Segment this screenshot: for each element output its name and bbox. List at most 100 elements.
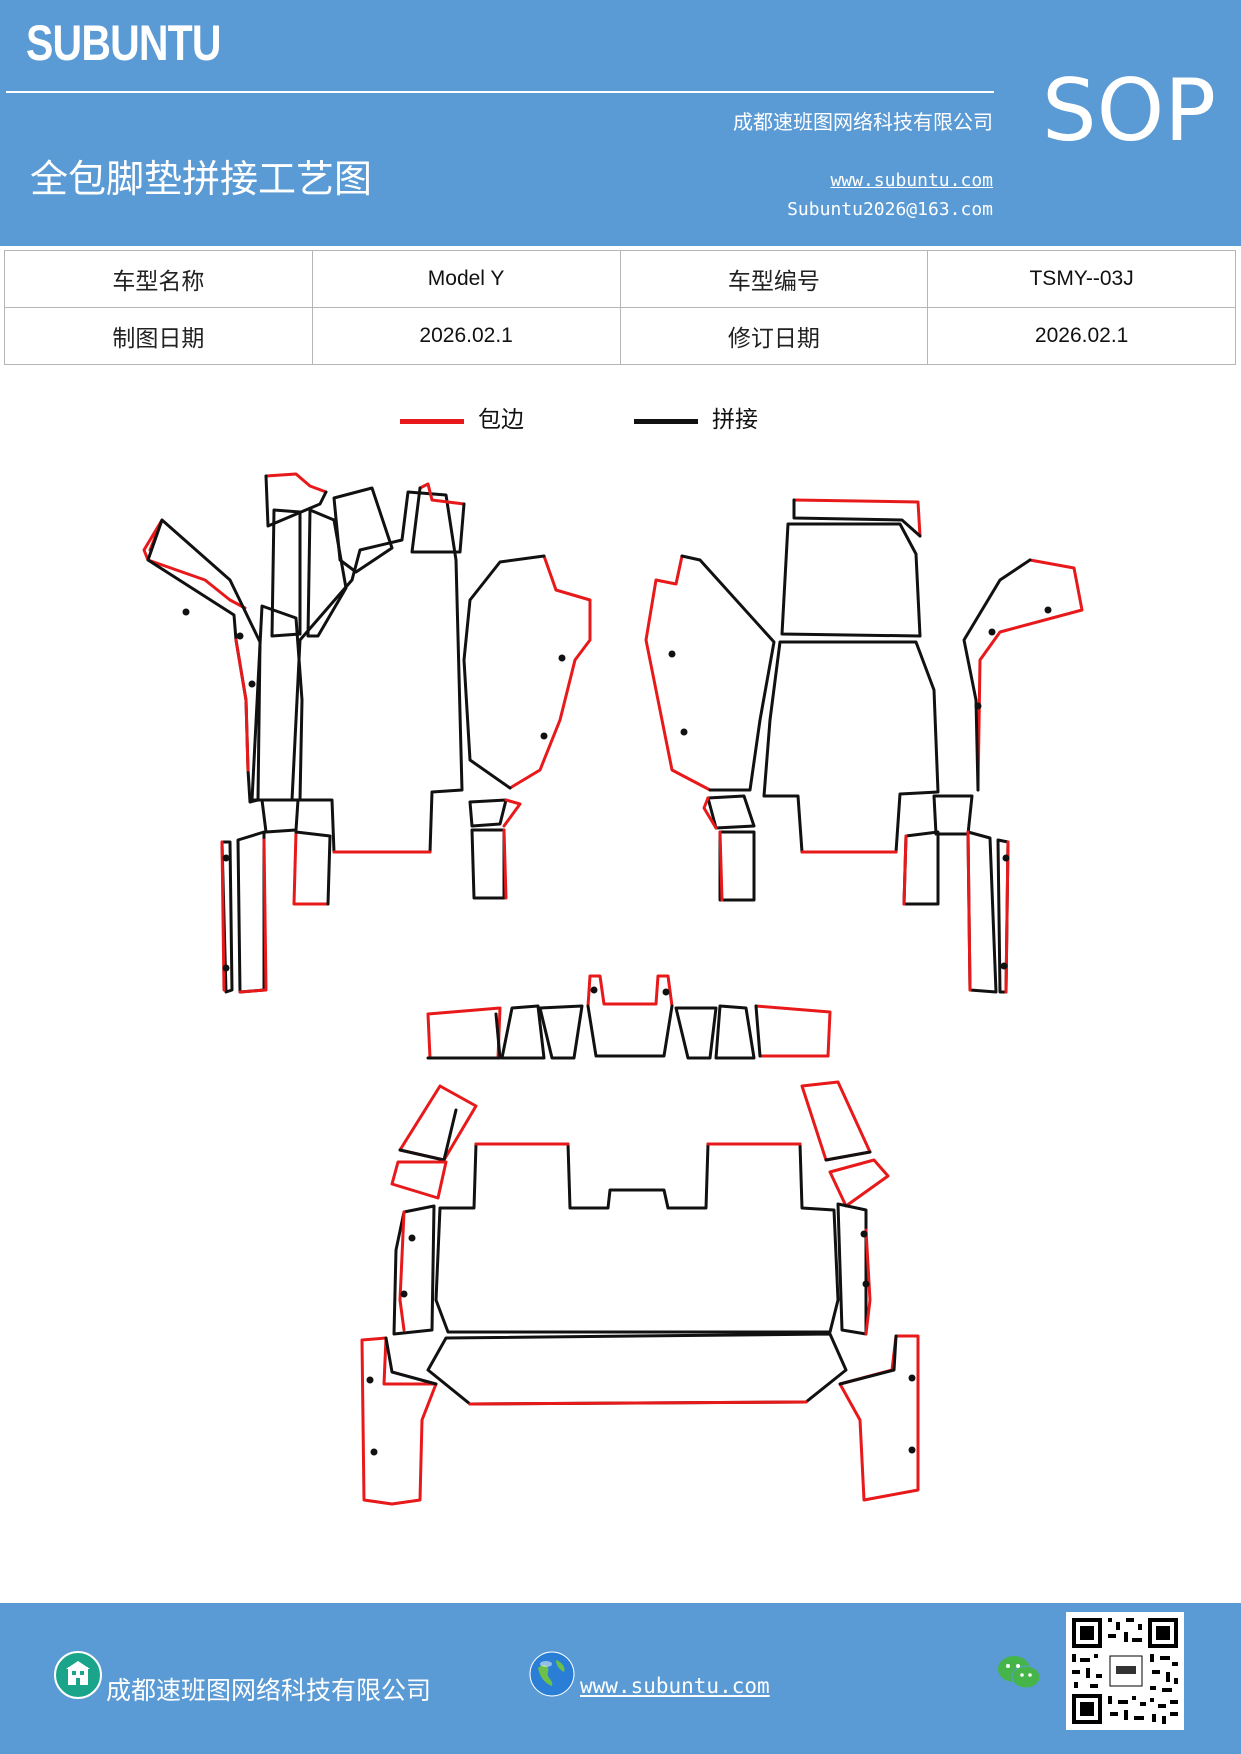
model-code-value: TSMY--03J [927, 250, 1236, 308]
edge-binding-outline [426, 1006, 502, 1060]
edge-binding-outline [754, 1004, 832, 1058]
edge-binding-outline [292, 830, 330, 906]
edge-binding-outline [838, 1334, 920, 1502]
marker-dot [1000, 962, 1008, 970]
mat-piece-outline [780, 522, 922, 638]
header-company: 成都速班图网络科技有限公司 [733, 110, 993, 134]
footer-website-link[interactable]: www.subuntu.com [580, 1674, 770, 1698]
header-divider [6, 91, 994, 93]
edge-binding-outline [502, 828, 508, 900]
marker-dot [370, 1448, 378, 1456]
mat-piece-outline [680, 554, 776, 792]
qr-code-pattern [1072, 1618, 1178, 1724]
footer-company: 成都速班图网络科技有限公司 [106, 1676, 432, 1705]
driver-center-piece [250, 604, 304, 802]
info-table: 车型名称 Model Y 车型编号 TSMY--03J 制图日期 2026.02… [4, 250, 1236, 365]
mat-piece-outline [332, 486, 394, 574]
floor-mat-pattern-diagram [142, 472, 1084, 1506]
edge-binding-outline [234, 638, 250, 772]
mat-piece-outline [468, 798, 508, 828]
edge-binding-outline [586, 974, 674, 1008]
page-title: 全包脚垫拼接工艺图 [30, 157, 373, 201]
marker-dot [222, 854, 230, 862]
building-icon [54, 1651, 102, 1699]
edge-binding-outline [800, 1080, 872, 1162]
marker-dot [908, 1446, 916, 1454]
edge-binding-outline [502, 798, 522, 828]
header-band [0, 0, 1241, 246]
edge-binding-outline [220, 840, 226, 992]
mat-piece-outline [426, 1012, 502, 1060]
header-website-link[interactable]: www.subuntu.com [830, 170, 993, 191]
legend-splice-label: 拼接 [712, 407, 758, 433]
marker-dot [558, 654, 566, 662]
mat-piece-outline [714, 1004, 756, 1060]
mat-piece-outline [270, 508, 302, 638]
legend-edge: 包边 [400, 400, 524, 434]
edge-binding-outline [398, 1210, 406, 1332]
legend-edge-swatch [400, 418, 464, 424]
edge-binding-outline [644, 554, 712, 792]
model-name-value: Model Y [311, 250, 621, 308]
position-markers [182, 606, 1052, 1456]
front-left-mat-group [142, 472, 592, 994]
marker-dot [222, 964, 230, 972]
draw-date-label: 制图日期 [4, 307, 313, 365]
edge-binding-outline [142, 518, 247, 610]
mat-piece-outline [932, 794, 974, 836]
marker-dot [408, 1234, 416, 1242]
mat-piece-outline [392, 1204, 436, 1336]
mat-piece-outline [836, 1202, 868, 1336]
legend-splice-swatch [634, 418, 698, 424]
wechat-icon [998, 1656, 1041, 1689]
mat-piece-outline [538, 1004, 584, 1060]
mat-piece-outline [962, 558, 1032, 792]
edge-binding-outline [508, 554, 592, 790]
mat-piece-outline [384, 1336, 438, 1386]
mat-piece-outline [824, 1150, 872, 1162]
marker-dot [236, 632, 244, 640]
edge-binding-outline [702, 796, 718, 830]
mat-piece-outline [306, 508, 348, 638]
mat-piece-outline [462, 554, 546, 790]
marker-dot [974, 702, 982, 710]
mat-piece-outline [754, 1004, 762, 1058]
mat-piece-outline [434, 1142, 840, 1334]
mat-piece-outline [762, 640, 940, 854]
header-email: Subuntu2026@163.com [787, 199, 993, 220]
edge-binding-outline [418, 482, 466, 506]
mat-piece-outline [426, 1332, 848, 1406]
marker-dot [400, 1290, 408, 1298]
revise-date-value: 2026.02.1 [927, 307, 1236, 365]
qr-code [1066, 1612, 1184, 1730]
marker-dot [366, 1376, 374, 1384]
edge-binding-outline [398, 1084, 478, 1162]
marker-dot [908, 1374, 916, 1382]
edge-binding-outline [902, 834, 908, 906]
mat-piece-outline [500, 1004, 546, 1060]
marker-dot [1044, 606, 1052, 614]
front-right-mat-group [644, 498, 1084, 994]
model-name-label: 车型名称 [4, 250, 313, 308]
mat-piece-outline [902, 830, 940, 906]
mat-piece-outline [586, 1004, 674, 1058]
legend-edge-label: 包边 [478, 407, 524, 433]
edge-binding-outline [976, 558, 1084, 792]
marker-dot [248, 680, 256, 688]
mat-piece-outline [792, 498, 922, 538]
mat-piece-outline [398, 1108, 458, 1162]
mat-piece-outline [718, 830, 756, 902]
mat-piece-outline [260, 798, 300, 834]
marker-dot [590, 986, 598, 994]
mat-piece-outline [674, 1006, 718, 1060]
edge-binding-outline [966, 830, 972, 992]
marker-dot [988, 628, 996, 636]
mat-piece-outline [294, 830, 332, 906]
mat-piece-outline [706, 794, 756, 830]
draw-date-value: 2026.02.1 [311, 307, 621, 365]
mat-piece-outline [236, 830, 266, 994]
rear-mat-group [360, 974, 920, 1506]
globe-icon [529, 1651, 575, 1697]
edge-binding-outline [360, 1336, 438, 1506]
marker-dot [540, 732, 548, 740]
